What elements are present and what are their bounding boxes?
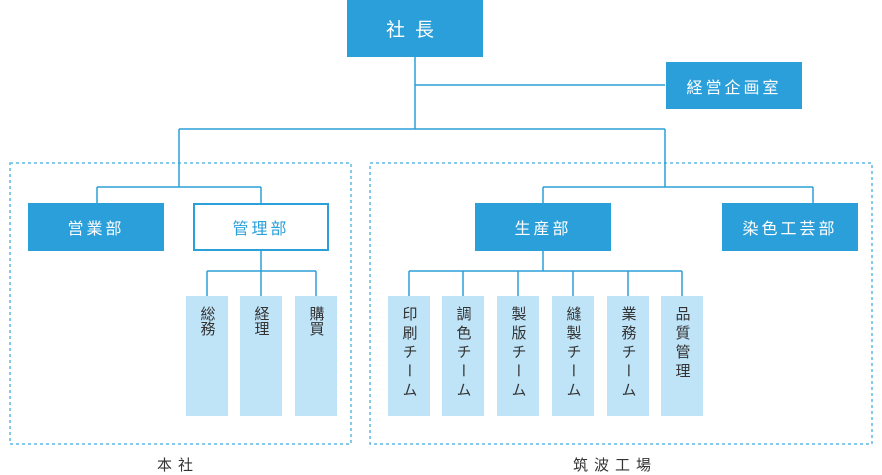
admin-unit-purchasing: 購買 [295,296,337,416]
president-box: 社長 [347,0,483,57]
sales-dept-label: 営業部 [67,219,125,238]
factory-caption: 筑波工場 [573,456,658,474]
factory-frame [369,162,873,445]
production-dept-label: 生産部 [514,219,572,238]
dyeing-dept-box: 染色工芸部 [722,203,858,251]
president-label: 社長 [385,19,444,41]
headquarters-caption: 本社 [157,456,200,474]
headquarters-frame [9,162,352,445]
sales-dept-box: 営業部 [28,203,164,251]
planning-office-label: 経営企画室 [686,77,782,97]
planning-office-box: 経営企画室 [666,62,802,109]
team-color-mixing: 調色チーム [442,296,484,416]
production-dept-box: 生産部 [475,203,611,251]
team-plate-making: 製版チーム [497,296,539,416]
team-quality-control: 品質管理 [661,296,703,416]
dyeing-dept-label: 染色工芸部 [742,219,838,238]
team-operations: 業務チーム [607,296,649,416]
team-sewing: 縫製チーム [552,296,594,416]
admin-dept-label: 管理部 [232,219,290,238]
admin-unit-accounting: 経理 [240,296,282,416]
admin-unit-general-affairs: 総務 [186,296,228,416]
team-printing: 印刷チーム [388,296,430,416]
admin-dept-box: 管理部 [193,203,329,251]
